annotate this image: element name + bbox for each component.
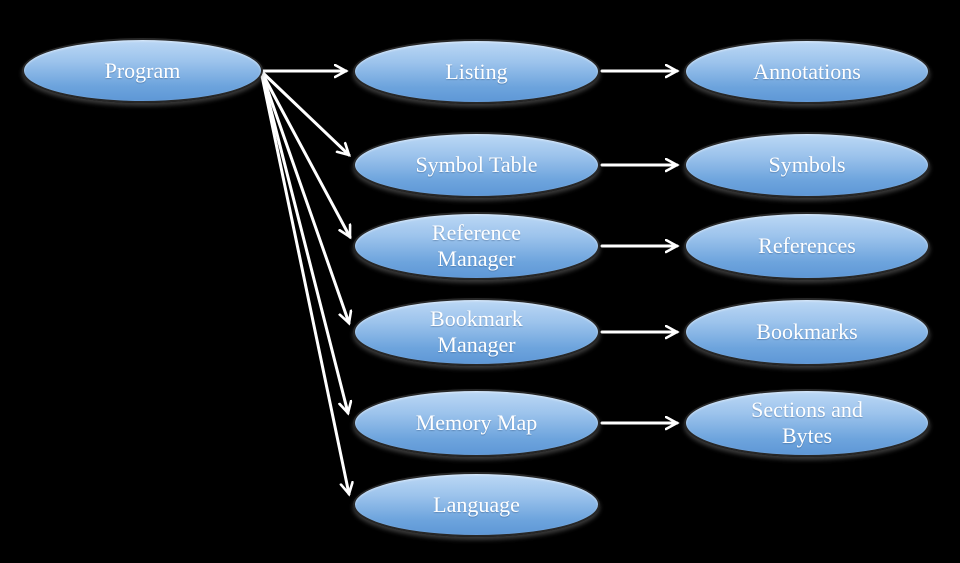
node-reference-manager: Reference Manager	[353, 212, 600, 280]
node-symbol-table: Symbol Table	[353, 132, 600, 198]
node-symbols: Symbols	[684, 132, 930, 198]
node-program-label: Program	[104, 57, 181, 83]
node-memory-map: Memory Map	[353, 389, 600, 457]
node-bookmarks-label: Bookmarks	[756, 319, 858, 345]
node-references: References	[684, 212, 930, 280]
node-symbols-label: Symbols	[768, 152, 846, 178]
node-reference-manager-label: Reference Manager	[431, 220, 522, 271]
node-language-label: Language	[433, 491, 520, 517]
node-program: Program	[22, 38, 263, 103]
node-sections-bytes: Sections and Bytes	[684, 389, 930, 457]
arrow-program-to-symbol-table	[260, 70, 349, 155]
arrow-program-to-language	[260, 74, 349, 494]
node-references-label: References	[758, 233, 856, 259]
node-annotations: Annotations	[684, 39, 930, 104]
node-bookmark-manager: Bookmark Manager	[353, 298, 600, 366]
arrow-program-to-bookmark-manager	[260, 72, 349, 323]
node-bookmark-manager-label: Bookmark Manager	[430, 306, 523, 357]
arrow-program-to-memory-map	[260, 73, 348, 413]
node-annotations-label: Annotations	[753, 58, 861, 84]
node-symbol-table-label: Symbol Table	[415, 152, 538, 178]
node-listing: Listing	[353, 39, 600, 104]
node-bookmarks: Bookmarks	[684, 298, 930, 366]
node-sections-bytes-label: Sections and Bytes	[751, 397, 863, 448]
node-memory-map-label: Memory Map	[415, 410, 538, 436]
node-listing-label: Listing	[445, 58, 508, 84]
arrow-program-to-reference-manager	[260, 71, 352, 237]
node-language: Language	[353, 472, 600, 537]
